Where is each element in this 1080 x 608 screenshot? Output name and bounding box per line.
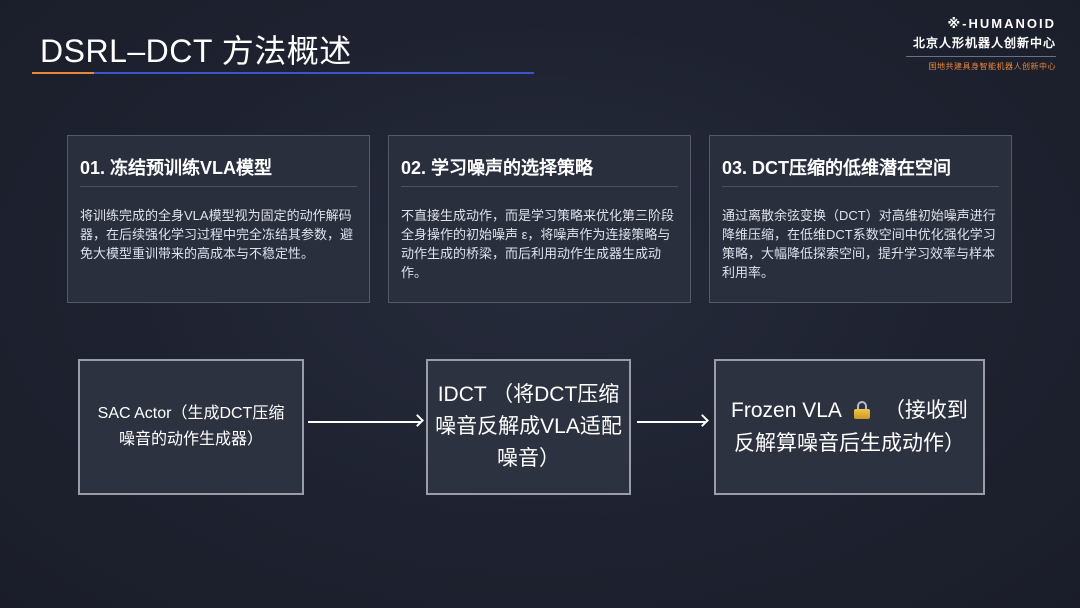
arrow-right-icon bbox=[637, 421, 705, 423]
flow-step-idct: IDCT （将DCT压缩噪音反解成VLA适配噪音） bbox=[426, 359, 631, 495]
title-underline bbox=[32, 72, 534, 74]
card-title: 02. 学习噪声的选择策略 bbox=[401, 158, 594, 178]
card-title: 03. DCT压缩的低维潜在空间 bbox=[722, 158, 952, 178]
card-body: 将训练完成的全身VLA模型视为固定的动作解码器，在后续强化学习过程中完全冻结其参… bbox=[80, 208, 354, 261]
card-divider bbox=[80, 186, 357, 187]
logo-chinese-name: 北京人形机器人创新中心 bbox=[912, 36, 1056, 50]
frozen-vla-description: （接收到反解算噪音后生成动作） bbox=[734, 399, 968, 455]
page-title: DSRL–DCT 方法概述 bbox=[40, 33, 352, 69]
frozen-vla-label: Frozen VLA bbox=[731, 399, 842, 422]
card-body: 通过离散余弦变换（DCT）对高维初始噪声进行降维压缩，在低维DCT系数空间中优化… bbox=[722, 208, 996, 280]
flow-step-label: SAC Actor（生成DCT压缩噪音的动作生成器） bbox=[97, 405, 285, 448]
card-divider bbox=[401, 186, 678, 187]
card-divider bbox=[722, 186, 999, 187]
logo: ※-HUMANOID 北京人形机器人创新中心 国地共建具身智能机器人创新中心 bbox=[906, 16, 1056, 72]
logo-wordmark: ※-HUMANOID bbox=[947, 16, 1056, 31]
flow-step-label: Frozen VLA（接收到反解算噪音后生成动作） bbox=[724, 394, 975, 460]
card-dct-latent: 03. DCT压缩的低维潜在空间 通过离散余弦变换（DCT）对高维初始噪声进行降… bbox=[709, 135, 1012, 303]
lock-icon bbox=[853, 401, 870, 419]
logo-subtitle: 国地共建具身智能机器人创新中心 bbox=[928, 62, 1056, 71]
flow-step-frozen-vla: Frozen VLA（接收到反解算噪音后生成动作） bbox=[714, 359, 985, 495]
card-noise-policy: 02. 学习噪声的选择策略 不直接生成动作，而是学习策略来优化第三阶段全身操作的… bbox=[388, 135, 691, 303]
arrow-right-icon bbox=[308, 421, 420, 423]
logo-divider bbox=[906, 56, 1056, 57]
card-body: 不直接生成动作，而是学习策略来优化第三阶段全身操作的初始噪声 ε，将噪声作为连接… bbox=[401, 208, 675, 280]
card-title: 01. 冻结预训练VLA模型 bbox=[80, 158, 273, 178]
card-freeze-vla: 01. 冻结预训练VLA模型 将训练完成的全身VLA模型视为固定的动作解码器，在… bbox=[67, 135, 370, 303]
flow-step-label: IDCT （将DCT压缩噪音反解成VLA适配噪音） bbox=[435, 383, 622, 470]
flow-step-sac-actor: SAC Actor（生成DCT压缩噪音的动作生成器） bbox=[78, 359, 304, 495]
